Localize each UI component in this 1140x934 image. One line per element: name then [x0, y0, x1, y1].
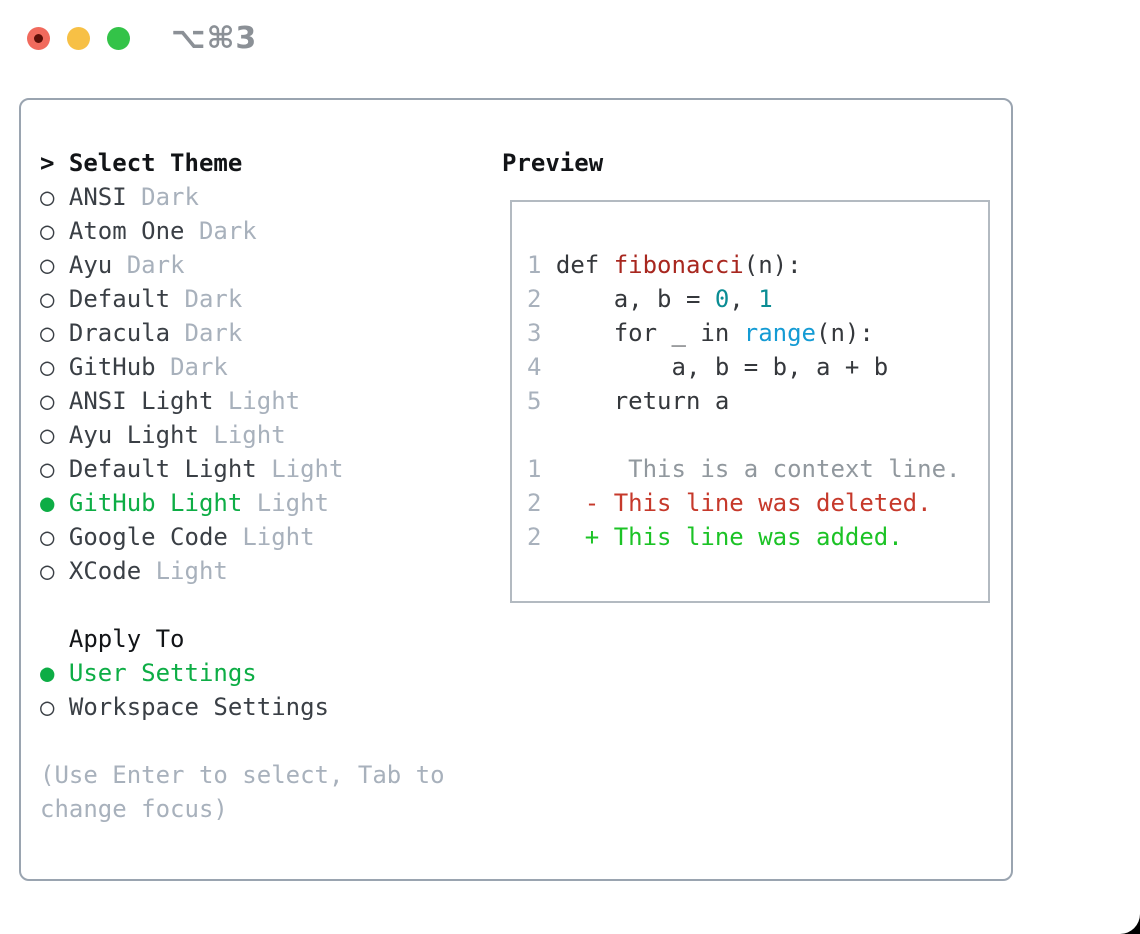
- radio-icon: ○: [40, 183, 55, 211]
- theme-option-xcode[interactable]: ○ XCode Light: [40, 557, 228, 585]
- apply-option-workspace-settings[interactable]: ○ Workspace Settings: [40, 693, 329, 721]
- radio-icon: ○: [40, 693, 55, 721]
- theme-option-ansi-light[interactable]: ○ ANSI Light Light: [40, 387, 301, 415]
- code-line-1: 1 def fibonacci(n):: [527, 251, 802, 279]
- theme-option-dracula[interactable]: ○ Dracula Dark: [40, 319, 243, 347]
- theme-option-default-light[interactable]: ○ Default Light Light: [40, 455, 344, 483]
- theme-option-ayu-light[interactable]: ○ Ayu Light Light: [40, 421, 286, 449]
- theme-option-ayu[interactable]: ○ Ayu Dark: [40, 251, 185, 279]
- theme-option-github-light[interactable]: ● GitHub Light Light: [40, 489, 329, 517]
- code-line-4: 4 a, b = b, a + b: [527, 353, 889, 381]
- radio-icon: ○: [40, 217, 55, 245]
- theme-option-github[interactable]: ○ GitHub Dark: [40, 353, 228, 381]
- theme-option-default[interactable]: ○ Default Dark: [40, 285, 243, 313]
- diff-context-line: 1 This is a context line.: [527, 455, 961, 483]
- radio-icon: ○: [40, 455, 55, 483]
- hint-line-1: (Use Enter to select, Tab to: [40, 761, 445, 789]
- preview-title: Preview: [502, 149, 604, 177]
- radio-selected-icon: ●: [40, 489, 55, 517]
- spacer-line: [40, 588, 502, 622]
- diff-deleted-line: 2 - This line was deleted.: [527, 489, 932, 517]
- theme-picker-panel: > Select Theme ○ ANSI Dark ○ Atom One Dark…: [19, 98, 1013, 881]
- apply-option-user-settings[interactable]: ● User Settings: [40, 659, 257, 687]
- radio-icon: ○: [40, 421, 55, 449]
- radio-icon: ○: [40, 523, 55, 551]
- hint-line-2: change focus): [40, 795, 228, 823]
- radio-icon: ○: [40, 319, 55, 347]
- theme-option-google-code[interactable]: ○ Google Code Light: [40, 523, 315, 551]
- radio-selected-icon: ●: [40, 659, 55, 687]
- code-line-3: 3 for _ in range(n):: [527, 319, 874, 347]
- preview-column: Preview 1 def fibonacci(n): 2 a, b = 0, 1…: [502, 146, 990, 879]
- radio-icon: ○: [40, 353, 55, 381]
- theme-picker: > Select Theme ○ ANSI Dark ○ Atom One Dark…: [40, 146, 502, 879]
- theme-option-ansi[interactable]: ○ ANSI Dark: [40, 183, 199, 211]
- preview-box: 1 def fibonacci(n): 2 a, b = 0, 1 3 for _ …: [510, 200, 990, 603]
- window-titlebar: ⌥⌘3: [27, 21, 258, 56]
- close-dot-icon: [34, 34, 43, 43]
- theme-option-atom-one[interactable]: ○ Atom One Dark: [40, 217, 257, 245]
- code-line-2: 2 a, b = 0, 1: [527, 285, 773, 313]
- window-shortcut-label: ⌥⌘3: [171, 21, 258, 56]
- radio-icon: ○: [40, 387, 55, 415]
- close-button[interactable]: [27, 27, 50, 50]
- spacer-line: [40, 724, 502, 758]
- zoom-button[interactable]: [107, 27, 130, 50]
- diff-added-line: 2 + This line was added.: [527, 523, 903, 551]
- minimize-button[interactable]: [67, 27, 90, 50]
- code-line-5: 5 return a: [527, 387, 730, 415]
- radio-icon: ○: [40, 251, 55, 279]
- theme-picker-title: > Select Theme: [40, 149, 243, 177]
- prompt-icon: >: [40, 149, 55, 177]
- radio-icon: ○: [40, 285, 55, 313]
- code-line-blank: [527, 418, 988, 452]
- radio-icon: ○: [40, 557, 55, 585]
- apply-to-title: Apply To: [68, 625, 185, 653]
